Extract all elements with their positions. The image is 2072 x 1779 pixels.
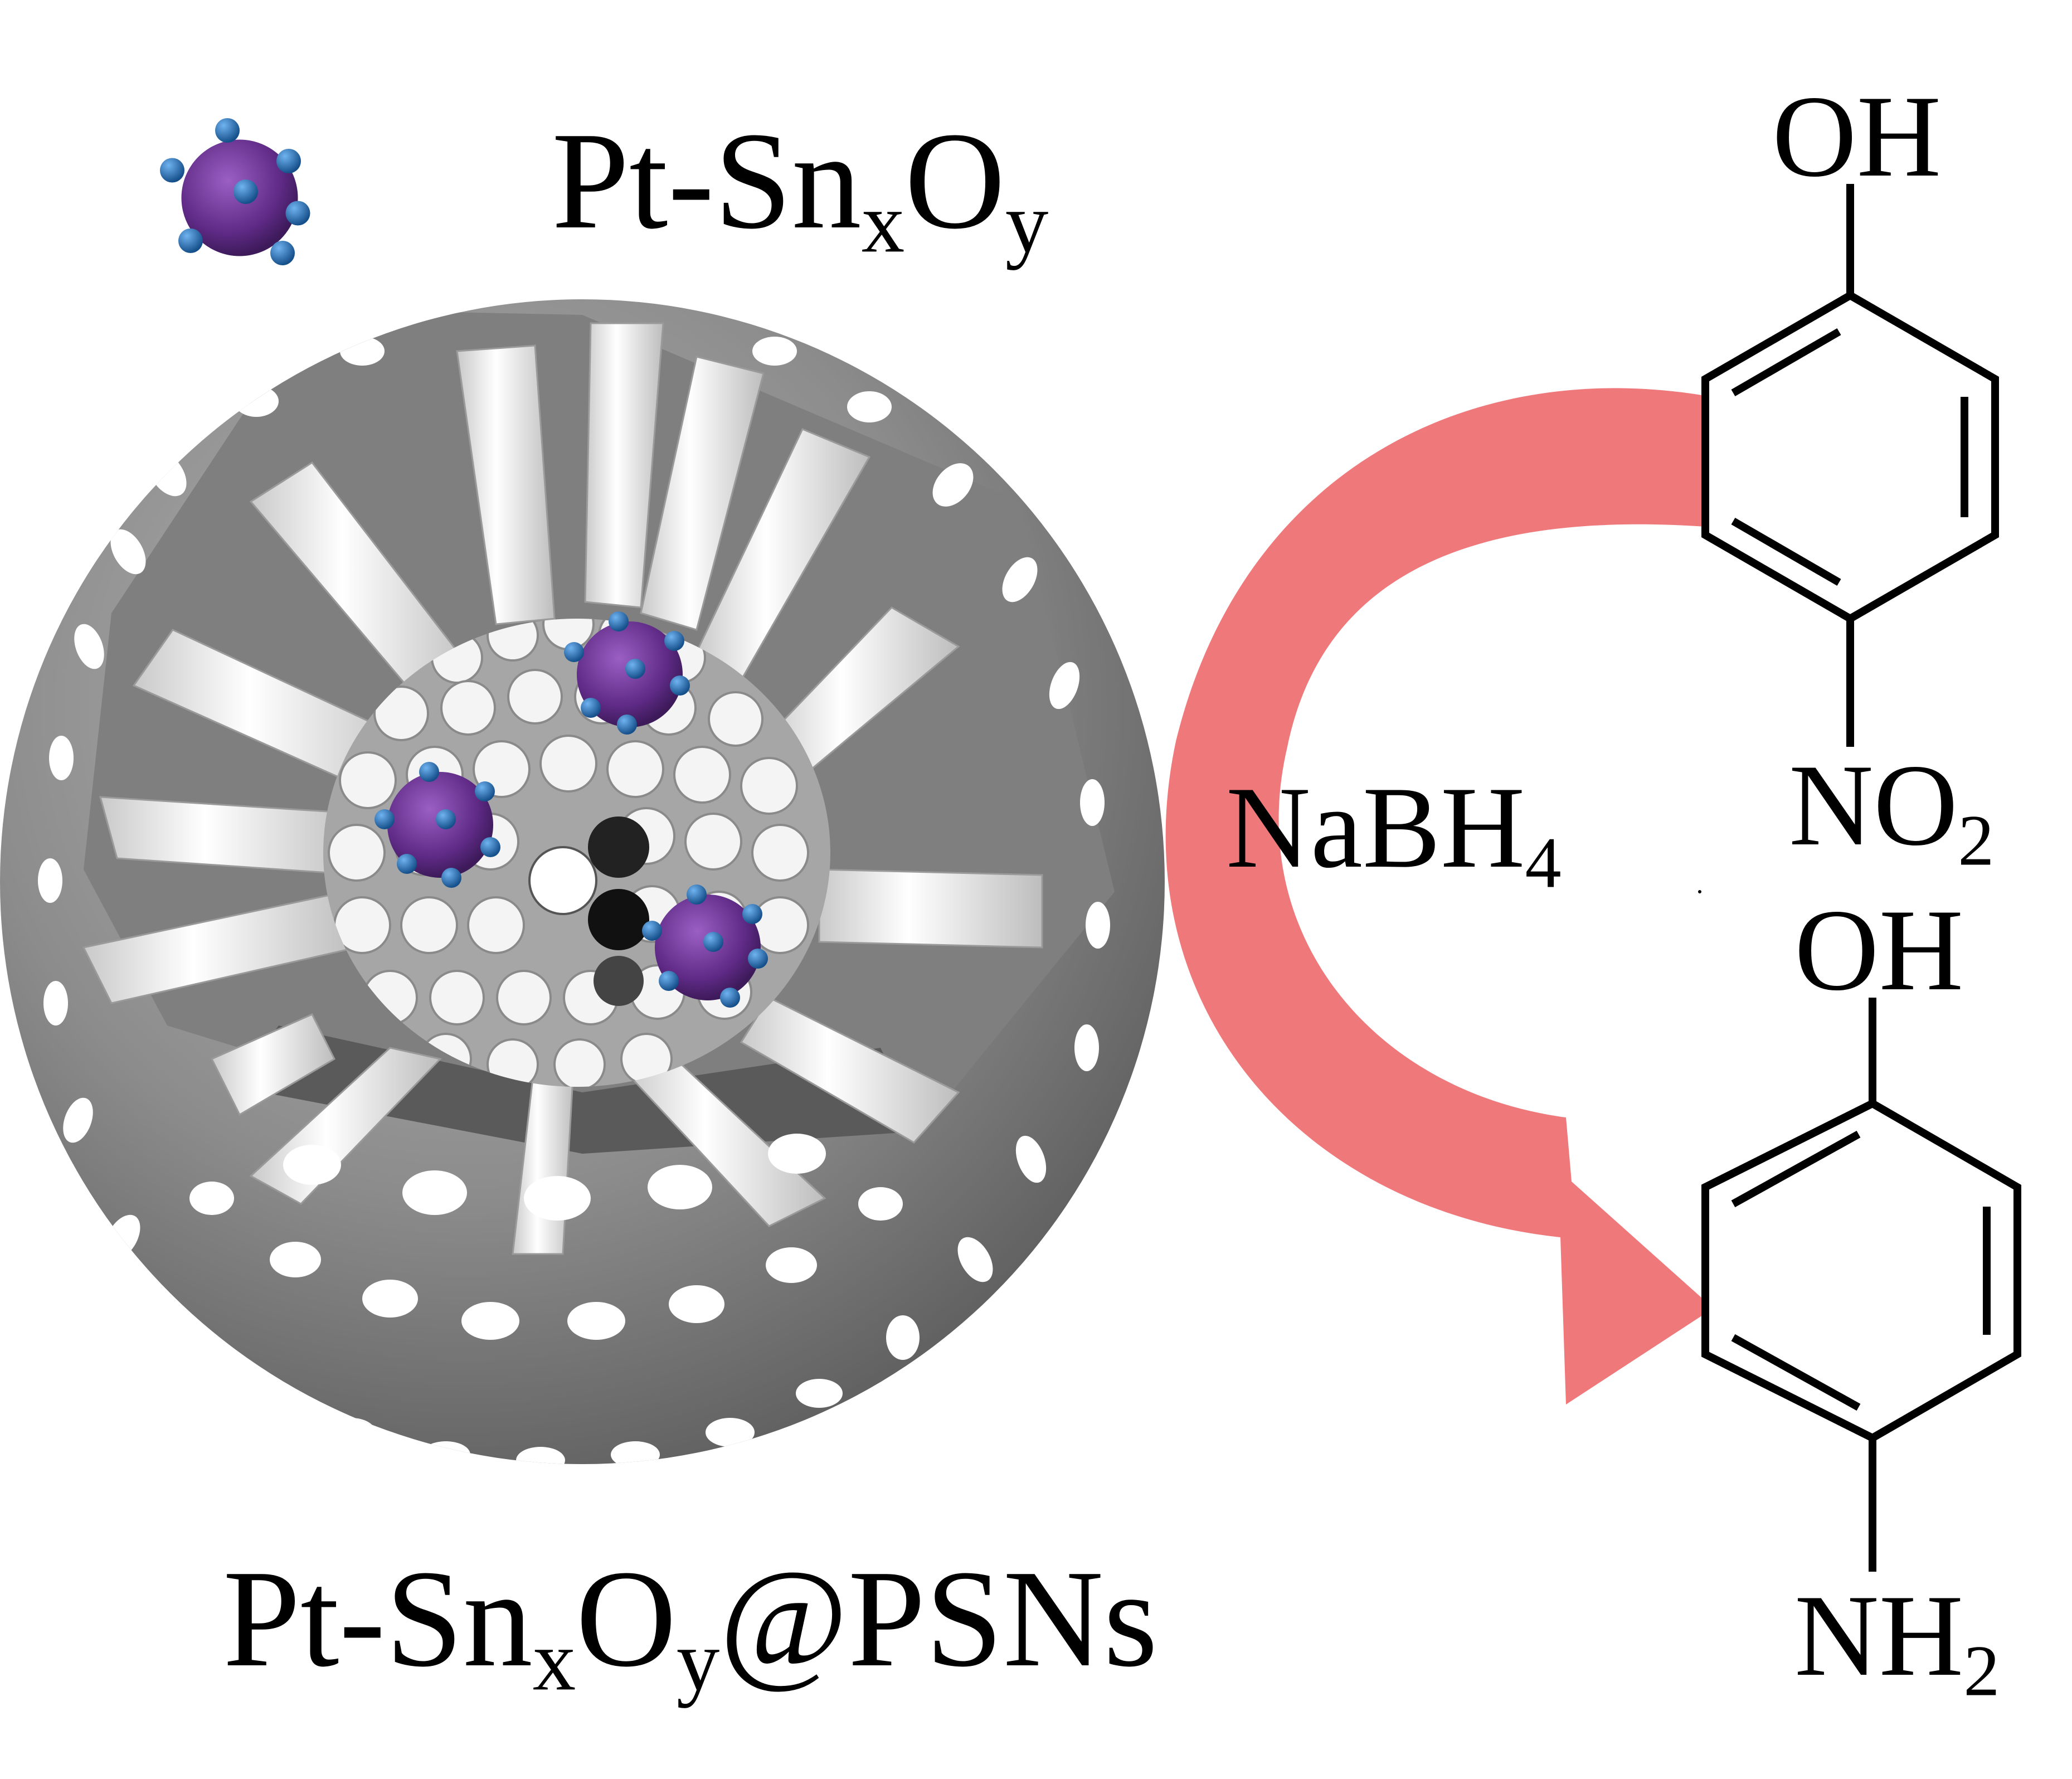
mesoporous-sphere bbox=[0, 299, 1165, 1464]
nitrophenol-structure bbox=[1701, 184, 1999, 747]
nanoparticle-3 bbox=[642, 884, 768, 1008]
top-hydroxyl-text: OH bbox=[1772, 72, 1942, 201]
composite-label-o: O bbox=[576, 1542, 677, 1696]
nanoparticle-label: Pt-SnxOy bbox=[552, 111, 1048, 266]
reagent-label-main: NaBH bbox=[1226, 763, 1525, 892]
composite-label-y: y bbox=[676, 1612, 720, 1709]
radial-channels bbox=[82, 322, 1043, 1255]
nitro-sub: 2 bbox=[1958, 800, 1995, 881]
arrow-body bbox=[1165, 388, 1709, 1404]
nanoparticle-label-y: y bbox=[1005, 174, 1049, 271]
amino-sub: 2 bbox=[1963, 1631, 2000, 1712]
reagent-label: NaBH4 bbox=[1226, 769, 1562, 900]
amino-text: NH bbox=[1794, 1571, 1964, 1700]
reaction-arrow bbox=[1165, 388, 1709, 1404]
bottom-hydroxyl-label: OH bbox=[1794, 892, 1963, 1009]
nanoparticle-label-x: x bbox=[861, 174, 905, 271]
nanoparticle-label-main: Pt-Sn bbox=[552, 104, 862, 258]
composite-label-x: x bbox=[532, 1612, 576, 1709]
amino-label: NH2 bbox=[1794, 1577, 2000, 1708]
nanoparticle-2 bbox=[374, 762, 500, 888]
nitro-label: NO2 bbox=[1789, 747, 1994, 877]
nitro-text: NO bbox=[1789, 741, 1958, 870]
composite-label: Pt-SnxOy@PSNs bbox=[223, 1549, 1157, 1704]
nanoparticle-1 bbox=[564, 611, 690, 735]
nanoparticle-label-o: O bbox=[904, 104, 1005, 258]
bottom-hydroxyl-text: OH bbox=[1794, 886, 1964, 1015]
nanoparticle-legend bbox=[160, 118, 310, 265]
top-hydroxyl-label: OH bbox=[1772, 78, 1941, 195]
stray-dot bbox=[1698, 890, 1701, 893]
composite-label-main: Pt-Sn bbox=[223, 1542, 533, 1696]
reagent-label-sub: 4 bbox=[1525, 823, 1562, 903]
composite-label-suffix: @PSNs bbox=[719, 1542, 1158, 1696]
aminophenol-structure bbox=[1701, 998, 2021, 1572]
